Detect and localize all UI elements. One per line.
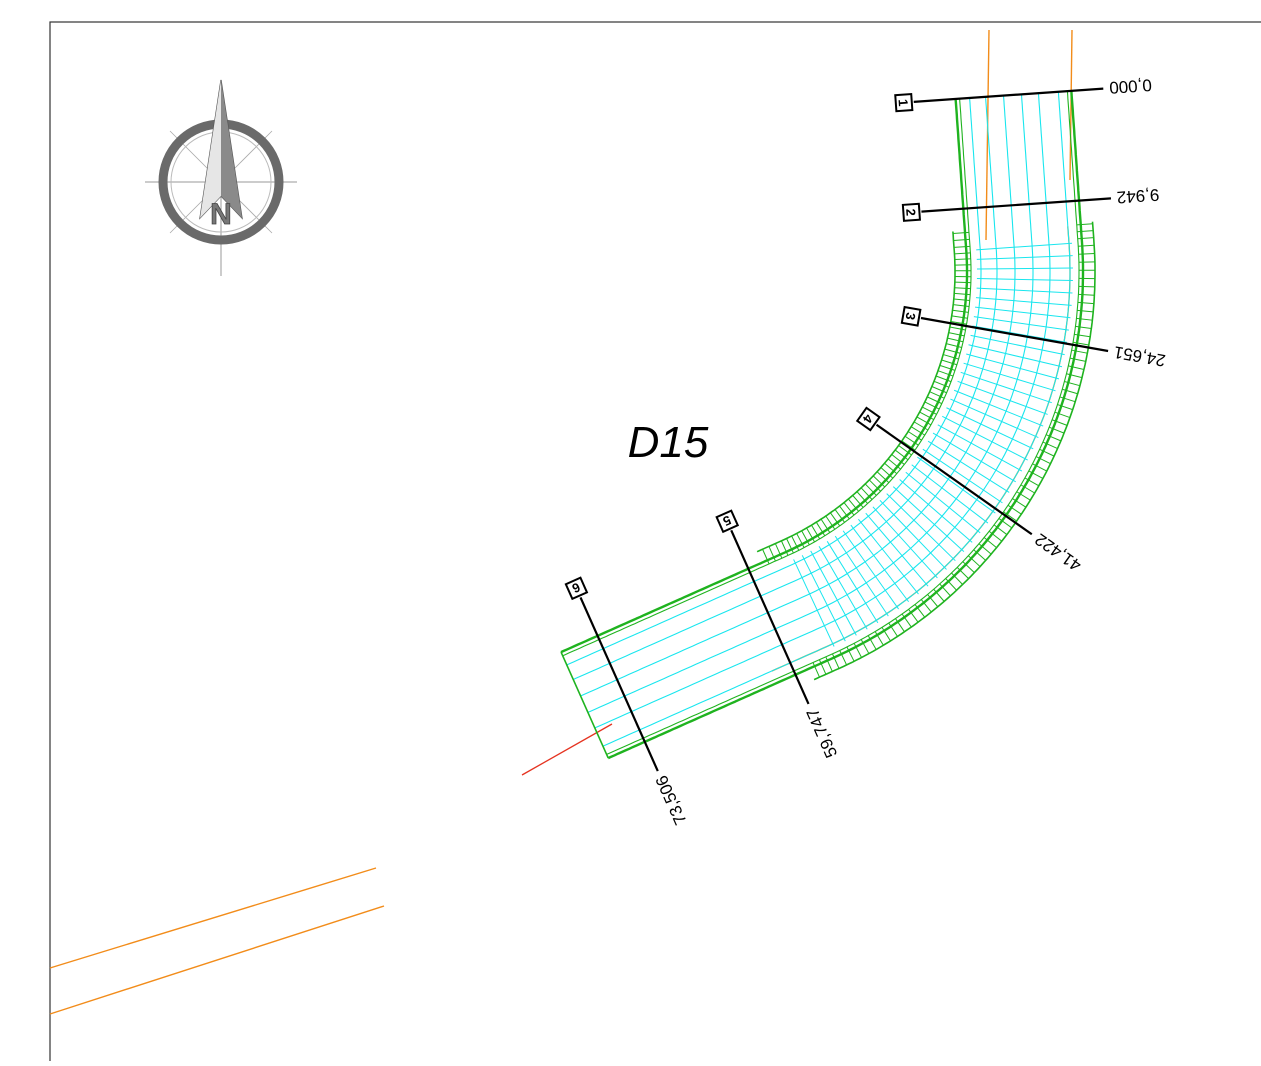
pavement-cross-line	[942, 416, 1027, 460]
slope-hatch-outer	[954, 239, 970, 240]
pavement-cross-line	[974, 317, 1069, 331]
pavement-longitudinal-line-4	[581, 96, 1015, 696]
pavement-cross-line	[971, 335, 1065, 354]
chainage-label: 41,422	[1032, 530, 1085, 576]
slope-hatch-outer	[955, 259, 971, 260]
existing-road-tail-upper	[50, 868, 376, 968]
chainage-label-group-1: 0,000	[1109, 75, 1153, 97]
pavement-cross-line	[977, 268, 1073, 269]
chainage-label: 0,000	[1109, 75, 1153, 97]
slope-hatch-inner	[1077, 310, 1093, 311]
slope-hatch-inner	[957, 567, 968, 578]
slope-hatch-inner	[1078, 302, 1094, 303]
road-end-edge	[561, 652, 608, 758]
existing-road-tail-lower	[50, 906, 384, 1014]
red-reference-line	[522, 724, 612, 775]
section-marker-4: 4	[857, 408, 879, 430]
section-marker-3: 3	[902, 307, 921, 326]
pavement-longitudinal-line-2	[595, 93, 1050, 728]
pavement-longitudinal-line-6	[567, 98, 981, 665]
slope-hatch-inner	[1074, 334, 1090, 336]
chainage-label-group-2: 9,942	[1116, 185, 1160, 207]
slope-hatch-inner	[1076, 318, 1092, 320]
chainage-label: 9,942	[1116, 185, 1160, 207]
chainage-label-group-4: 41,422	[1032, 530, 1085, 576]
chainage-label-group-6: 73,506	[652, 772, 691, 827]
pavement-cross-line	[966, 354, 1059, 379]
slope-hatch-outer	[954, 246, 970, 247]
slope-hatch-outer	[955, 288, 971, 289]
north-arrow-icon: N	[145, 80, 297, 276]
section-marker-2: 2	[903, 204, 920, 221]
section-marker-5: 5	[717, 511, 738, 532]
section-marker-1: 1	[895, 94, 912, 111]
chainage-label: 24,651	[1112, 342, 1167, 370]
slope-hatch-outer	[954, 253, 970, 254]
pavement-cross-line	[928, 441, 1009, 492]
chainage-label: 59,747	[803, 705, 842, 760]
slope-hatch-outer	[955, 282, 971, 283]
slope-hatch-inner	[1078, 238, 1094, 239]
section-marker-number: 1	[896, 99, 911, 107]
pavement-cross-line	[975, 307, 1070, 318]
pavement-cross-line	[794, 559, 834, 646]
pavement-cross-line	[977, 288, 1073, 293]
drawing-title: D15	[628, 418, 709, 467]
slope-hatch-outer	[953, 232, 969, 233]
cross-section-line-1	[914, 89, 1104, 102]
pavement-cross-line	[946, 408, 1033, 449]
chainage-label: 73,506	[652, 772, 691, 827]
slope-hatch-inner	[1077, 224, 1093, 225]
slope-hatch-outer	[950, 327, 966, 330]
section-marker-number: 2	[903, 208, 918, 216]
pavement-cross-line	[802, 555, 845, 641]
pavement-cross-line	[969, 345, 1062, 367]
section-marker-6: 6	[566, 578, 587, 599]
pavement-cross-line	[976, 243, 1072, 250]
cross-section-line-5	[731, 530, 808, 704]
pavement-cross-line	[977, 279, 1073, 281]
cross-section-line-6	[581, 597, 658, 771]
slope-hatch-outer	[952, 316, 968, 318]
chainage-label-group-5: 59,747	[803, 705, 842, 760]
slope-hatch-inner	[1078, 245, 1094, 246]
cross-section-line-2	[921, 198, 1111, 211]
pavement-longitudinal-line-5	[573, 97, 997, 680]
slope-outer-toe	[757, 232, 955, 552]
slope-hatch-inner	[1075, 326, 1091, 328]
compass-north-letter: N	[210, 198, 232, 231]
road-outer-boundary	[561, 99, 967, 652]
slope-hatch-inner	[1079, 286, 1095, 287]
slope-hatch-outer	[953, 310, 969, 312]
slope-hatch-outer	[953, 305, 969, 307]
pavement-cross-line	[976, 298, 1072, 306]
slope-hatch-inner	[1079, 254, 1095, 255]
slope-hatch-outer	[954, 299, 970, 300]
slope-hatch-outer	[954, 293, 970, 294]
chainage-label-group-3: 24,651	[1112, 342, 1167, 370]
slope-hatch-inner	[1077, 231, 1093, 232]
slope-hatch-inner	[1078, 294, 1094, 295]
pavement-cross-line	[977, 256, 1073, 260]
